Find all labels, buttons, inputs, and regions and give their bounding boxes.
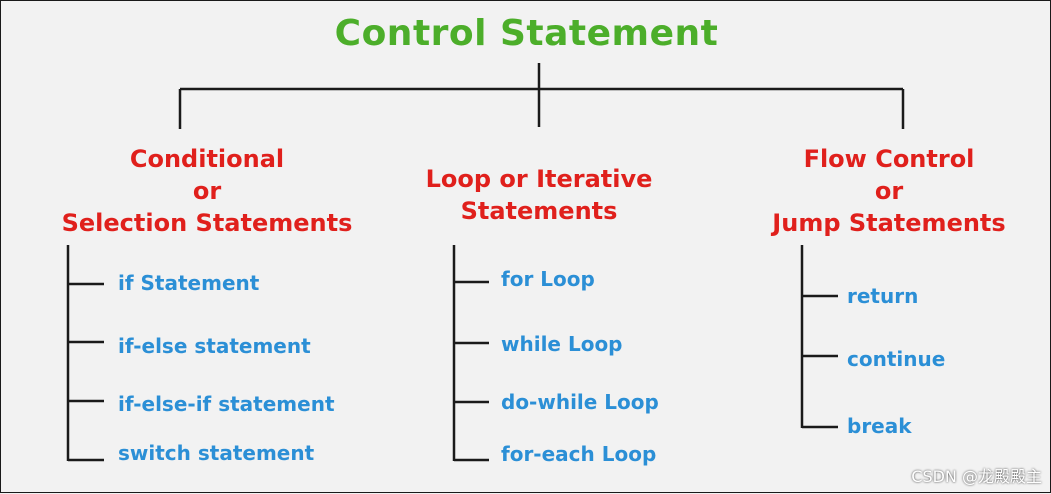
category-line: Statements — [460, 197, 618, 225]
category-line: Conditional — [129, 145, 285, 173]
diagram-title: Control Statement — [334, 13, 719, 54]
category-line: Flow Control — [803, 145, 975, 173]
category-line: or — [192, 177, 222, 205]
watermark: CSDN @龙殿殿主 — [911, 467, 1042, 486]
category-conditional: Conditional or Selection Statements — [21, 143, 393, 239]
category-line: or — [874, 177, 904, 205]
category-loop: Loop or Iterative Statements — [389, 163, 689, 227]
list-item: if-else-if statement — [118, 392, 335, 416]
list-item: return — [847, 284, 919, 308]
list-item: do-while Loop — [501, 390, 659, 414]
list-item: break — [847, 414, 912, 438]
list-item: if Statement — [118, 271, 260, 295]
category-flow-control: Flow Control or Jump Statements — [739, 143, 1039, 239]
list-item: if-else statement — [118, 334, 311, 358]
category-line: Selection Statements — [61, 209, 353, 237]
list-item: while Loop — [501, 332, 623, 356]
list-item: switch statement — [118, 441, 315, 465]
list-item: continue — [847, 347, 946, 371]
list-item: for-each Loop — [501, 442, 657, 466]
list-item: for Loop — [501, 267, 595, 291]
category-line: Loop or Iterative — [425, 165, 653, 193]
category-line: Jump Statements — [772, 209, 1006, 237]
